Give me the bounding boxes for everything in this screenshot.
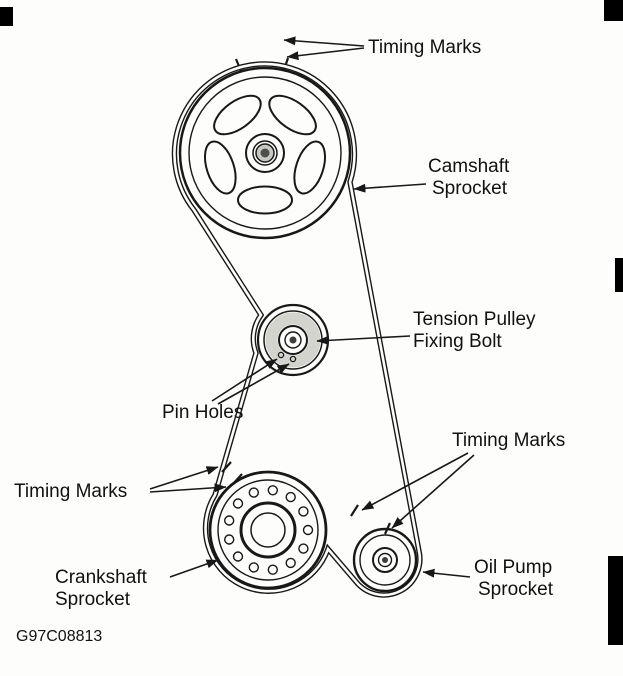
figure-code: G97C08813 xyxy=(16,628,102,645)
label-pin-holes: Pin Holes xyxy=(162,402,243,423)
label-tension-pulley-1: Tension Pulley xyxy=(413,309,536,330)
label-crankshaft-sprocket-2: Sprocket xyxy=(55,589,131,610)
leader-oil-pump-sprocket xyxy=(422,568,471,578)
timing-belt xyxy=(171,61,423,598)
scan-artifact-right-edge xyxy=(615,258,623,292)
camshaft-bolt-center xyxy=(260,148,270,158)
label-tension-pulley-2: Fixing Bolt xyxy=(413,331,502,352)
leader-timing-marks-left-2 xyxy=(149,483,227,493)
label-oil-pump-sprocket-2: Sprocket xyxy=(478,579,554,600)
leader-lines xyxy=(149,36,475,578)
leader-timing-marks-right-2 xyxy=(391,454,475,529)
label-timing-marks-top: Timing Marks xyxy=(368,37,481,58)
label-timing-marks-left: Timing Marks xyxy=(14,481,127,502)
label-oil-pump-sprocket-1: Oil Pump xyxy=(474,557,552,578)
pin-hole xyxy=(289,355,297,363)
crankshaft-bearing-balls xyxy=(223,485,314,575)
tension-pulley-fixing-bolt xyxy=(289,336,297,344)
pin-hole xyxy=(277,351,285,359)
label-crankshaft-sprocket-1: Crankshaft xyxy=(55,567,148,588)
oil-pump-bolt xyxy=(382,557,388,563)
label-camshaft-sprocket-2: Sprocket xyxy=(432,178,508,199)
tension-pulley xyxy=(256,303,330,377)
leader-camshaft-sprocket xyxy=(353,183,427,193)
leader-crankshaft-sprocket xyxy=(169,559,219,578)
leader-pin-hole-1 xyxy=(211,358,278,402)
label-camshaft-sprocket-1: Camshaft xyxy=(428,156,510,177)
scan-artifact-bottom-right xyxy=(608,556,623,645)
leader-timing-marks-right-1 xyxy=(361,452,469,511)
leader-timing-marks-top-2 xyxy=(286,47,365,61)
leader-timing-marks-left-1 xyxy=(149,466,219,490)
label-timing-marks-right: Timing Marks xyxy=(452,430,565,451)
scan-artifact-top-left xyxy=(0,7,13,26)
leader-timing-marks-top-1 xyxy=(283,36,365,47)
oil-pump-sprocket xyxy=(352,527,418,593)
crankshaft-sprocket xyxy=(208,470,328,590)
camshaft-sprocket xyxy=(178,57,352,240)
leader-pin-hole-2 xyxy=(217,363,290,405)
scan-artifact-top-right xyxy=(604,0,623,21)
timing-mark-ticks xyxy=(221,461,392,535)
scan-artifacts xyxy=(0,0,623,645)
leader-tension-pulley-bolt xyxy=(316,335,411,345)
